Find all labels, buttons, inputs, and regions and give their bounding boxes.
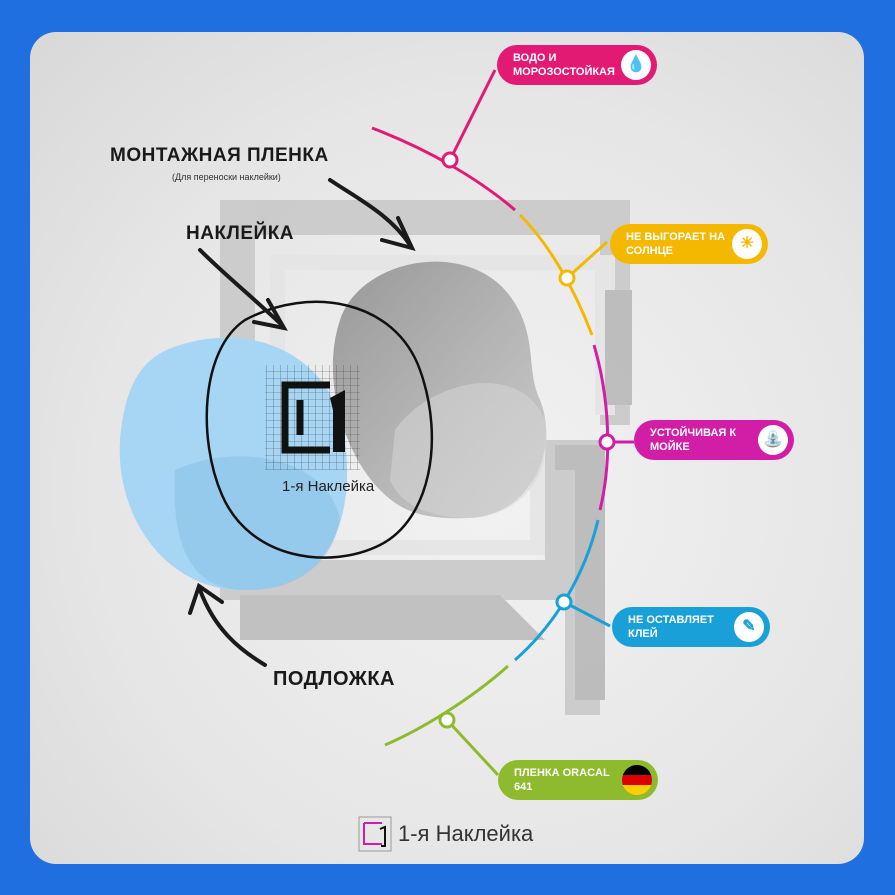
brand-logo-icon bbox=[358, 816, 392, 852]
feature-no-glue: НЕ ОСТАВЛЯЕТ КЛЕЙ ✎ bbox=[612, 607, 770, 647]
mounting-film-label: МОНТАЖНАЯ ПЛЕНКА bbox=[110, 145, 329, 166]
brand-name: 1-я Наклейка bbox=[398, 821, 534, 846]
sticker-logo-mark bbox=[281, 381, 330, 454]
sticker-label: НАКЛЕЙКА bbox=[186, 223, 295, 244]
feature-text: УСТОЙЧИВАЯ К МОЙКЕ bbox=[650, 427, 737, 453]
feature-text: НЕ ВЫГОРАЕТ НА СОЛНЦЕ bbox=[626, 231, 726, 257]
feature-wash: УСТОЙЧИВАЯ К МОЙКЕ ⛲ bbox=[634, 420, 794, 460]
backing-label: ПОДЛОЖКА bbox=[273, 668, 395, 690]
feature-water-frost: ВОДО И МОРОЗОСТОЙКАЯ 💧 bbox=[497, 45, 657, 85]
arrows bbox=[188, 178, 416, 667]
germany-flag-icon bbox=[622, 765, 652, 795]
sticker-brand-text: 1-я Наклейка bbox=[282, 478, 375, 495]
mounting-film-sublabel: (Для переноски наклейки) bbox=[172, 172, 281, 182]
feature-text: ПЛЕНКА ORACAL 641 bbox=[514, 767, 610, 793]
feature-sun: НЕ ВЫГОРАЕТ НА СОЛНЦЕ ☀ bbox=[610, 224, 768, 264]
water-drop-icon: 💧 bbox=[621, 50, 651, 80]
brand: 1-я Наклейка bbox=[358, 816, 533, 852]
washer-icon: ⛲ bbox=[758, 425, 788, 455]
glue-tube-icon: ✎ bbox=[734, 612, 764, 642]
feature-text: ВОДО И МОРОЗОСТОЙКАЯ bbox=[513, 52, 615, 78]
sun-icon: ☀ bbox=[732, 229, 762, 259]
feature-oracal: ПЛЕНКА ORACAL 641 bbox=[498, 760, 658, 800]
sticker-outline bbox=[205, 300, 434, 559]
feature-text: НЕ ОСТАВЛЯЕТ КЛЕЙ bbox=[628, 614, 714, 640]
